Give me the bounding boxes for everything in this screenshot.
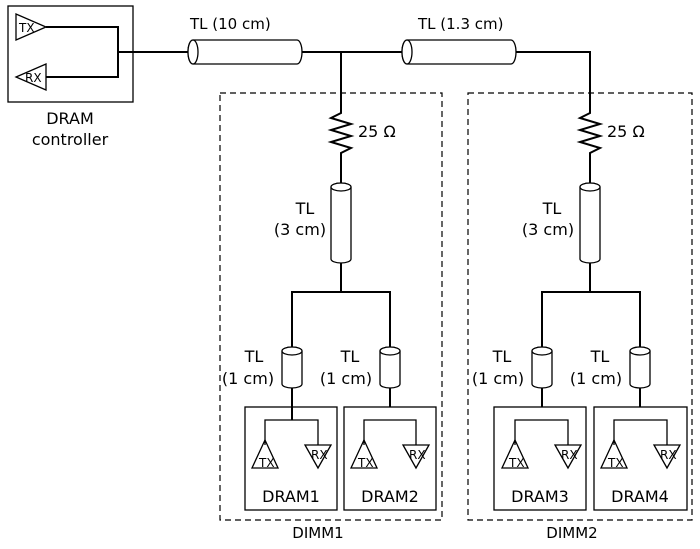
dimm1: DIMM1 25 Ω TL (3 cm) TL (1 cm) TL (1 cm): [219, 92, 443, 542]
dram3-tl-line2: (1 cm): [472, 369, 524, 388]
dimm2: DIMM2 25 Ω TL (3 cm) TL (1 cm) TL (1 cm): [467, 92, 693, 542]
dimm2-stub-tl-line2: (3 cm): [522, 220, 574, 239]
controller-label-line2: controller: [32, 130, 109, 149]
tl-main-cylinder: [187, 39, 303, 65]
main-bus: TL (10 cm) TL (1.3 cm): [133, 15, 591, 108]
tl-link-cylinder: [401, 39, 517, 65]
dimm2-label: DIMM2: [546, 524, 597, 542]
dram1-tx-buffer: [250, 438, 280, 469]
tl-link-label: TL (1.3 cm): [417, 15, 503, 33]
dram-controller: TX RX DRAM controller: [7, 5, 134, 149]
dimm1-outline: [219, 92, 443, 521]
dram1-tx-label: TX: [258, 456, 275, 470]
tl-main-label: TL (10 cm): [189, 15, 271, 33]
dram2-tl-line1: TL: [340, 347, 360, 366]
dram1-label: DRAM1: [262, 487, 320, 506]
dimm1-label: DIMM1: [292, 524, 343, 542]
dram4-tl-line1: TL: [590, 347, 610, 366]
dram4-chip: TX RX DRAM4: [593, 406, 688, 511]
dimm2-dram4-tl-cylinder: [629, 346, 651, 389]
dimm1-dram2-tl-cylinder: [379, 346, 401, 389]
dram2-tl-line2: (1 cm): [320, 369, 372, 388]
dimm1-stub-tl-line1: TL: [295, 199, 315, 218]
bus-wire-3: [516, 51, 591, 108]
controller-tx-buffer: [15, 13, 48, 41]
dimm1-stub-tl-cylinder: [330, 182, 352, 264]
dram2-label: DRAM2: [361, 487, 419, 506]
dram1-rx-label: RX: [311, 448, 328, 462]
dram2-tx-buffer: [349, 438, 379, 469]
dram1-tl-line2: (1 cm): [222, 369, 274, 388]
dram4-rx-label: RX: [660, 448, 677, 462]
dimm2-split: [541, 291, 641, 348]
dram4-label: DRAM4: [611, 487, 669, 506]
dimm2-outline: [467, 92, 693, 521]
dimm2-resistor-label: 25 Ω: [607, 122, 645, 141]
dimm2-resistor: [576, 108, 604, 158]
dram4-tl-line2: (1 cm): [570, 369, 622, 388]
dram1-chip: TX RX DRAM1: [244, 406, 338, 511]
dimm2-stub-tl-cylinder: [579, 182, 601, 264]
dram4-tx-label: TX: [607, 456, 624, 470]
dram4-tx-buffer: [599, 438, 629, 469]
dram3-rx-label: RX: [561, 448, 578, 462]
dram1-tl-line1: TL: [244, 347, 264, 366]
dimm1-resistor-label: 25 Ω: [358, 122, 396, 141]
dram2-rx-buffer: [401, 444, 431, 470]
dram2-tx-label: TX: [357, 456, 374, 470]
dram3-tx-label: TX: [508, 456, 525, 470]
dimm2-stub-tl-line1: TL: [542, 199, 562, 218]
dram2-chip: TX RX DRAM2: [343, 406, 437, 511]
dram3-rx-buffer: [553, 444, 583, 470]
dram3-chip: TX RX DRAM3: [493, 406, 587, 511]
dimm1-resistor: [327, 108, 355, 158]
dram3-tl-line1: TL: [492, 347, 512, 366]
controller-rx-label: RX: [25, 71, 42, 85]
controller-tx-label: TX: [18, 21, 35, 35]
dimm2-dram3-tl-cylinder: [531, 346, 553, 389]
dimm1-split: [291, 291, 391, 348]
dram2-rx-label: RX: [409, 448, 426, 462]
controller-box: [7, 5, 134, 103]
dram1-rx-buffer: [303, 444, 333, 470]
dram3-tx-buffer: [500, 438, 530, 469]
dram4-rx-buffer: [652, 444, 682, 470]
dimm1-stub-tl-line2: (3 cm): [274, 220, 326, 239]
dram3-label: DRAM3: [511, 487, 569, 506]
dimm1-dram1-tl-cylinder: [281, 346, 303, 389]
controller-label-line1: DRAM: [46, 109, 94, 128]
